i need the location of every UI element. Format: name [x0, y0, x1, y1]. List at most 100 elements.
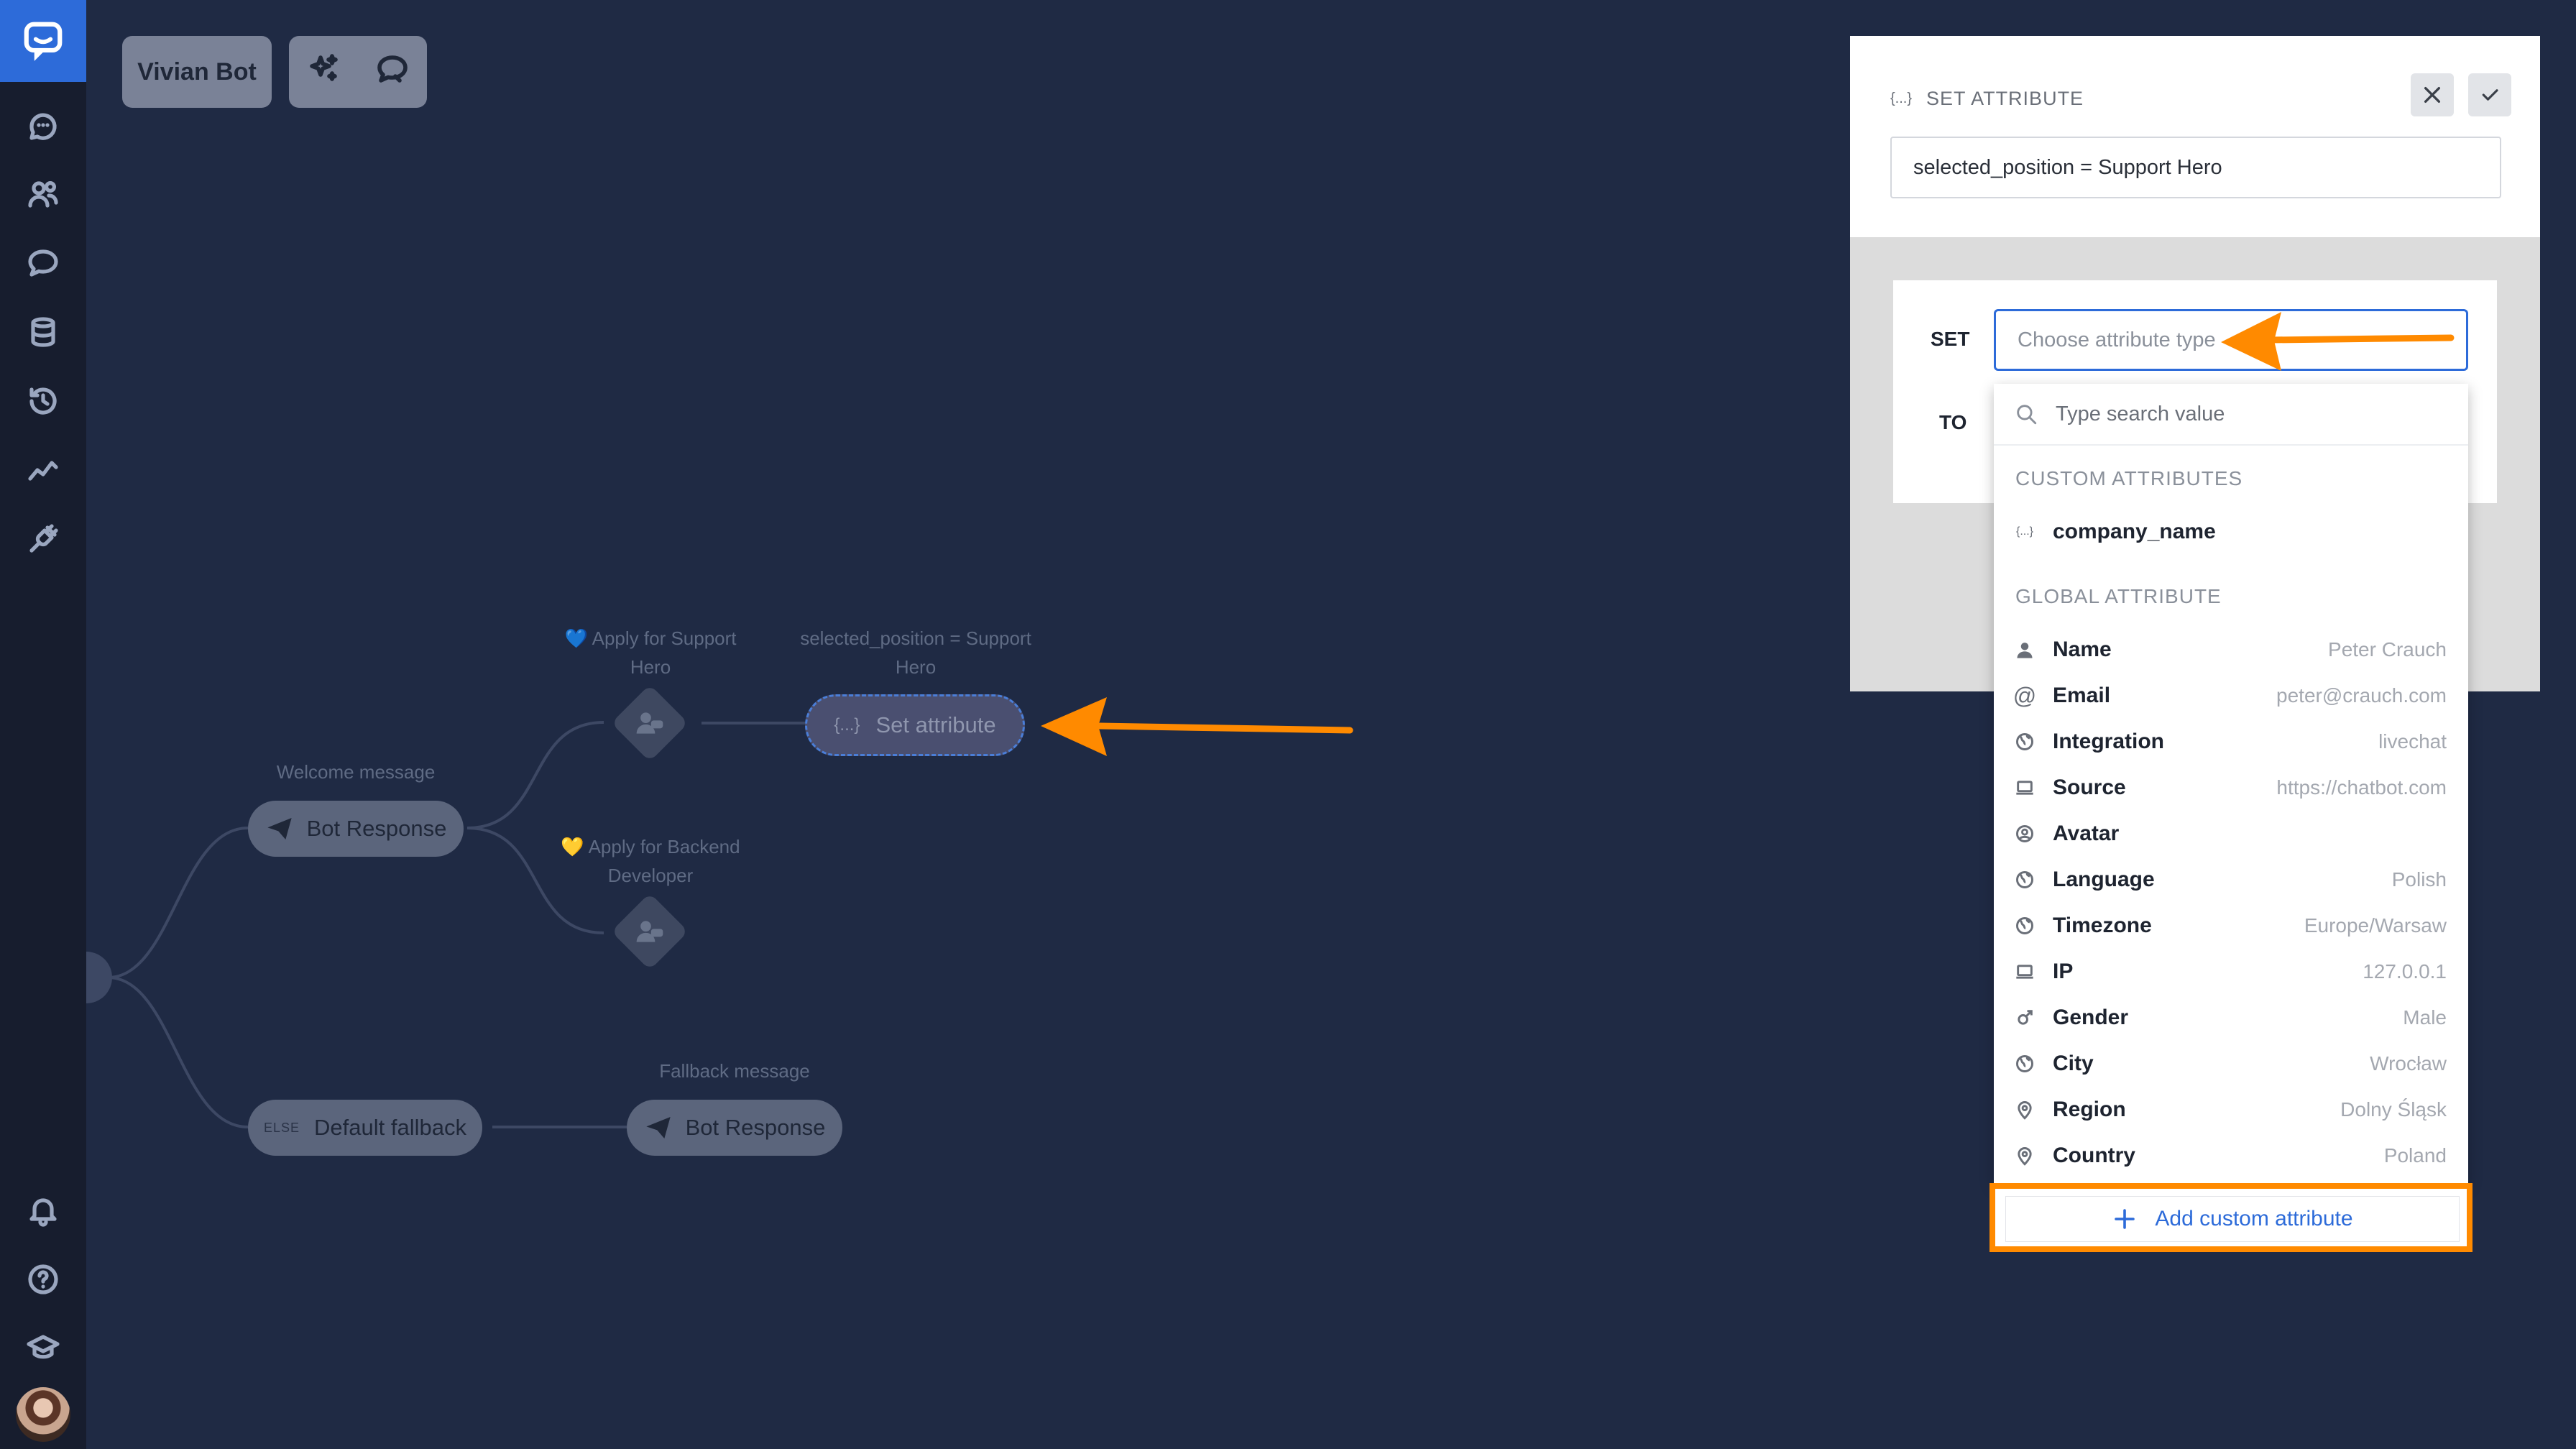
global-attribute-country[interactable]: Country Poland	[1994, 1133, 2468, 1179]
bell-icon	[29, 1198, 57, 1227]
nav-history[interactable]	[22, 380, 65, 423]
custom-attribute-item[interactable]: {...} company_name	[1994, 509, 2468, 555]
gender-icon	[2014, 1008, 2036, 1028]
attr-label: Timezone	[2053, 914, 2152, 937]
global-attribute-email[interactable]: @ Email peter@crauch.com	[1994, 673, 2468, 719]
attr-value: Wrocław	[2370, 1052, 2447, 1075]
bot-name-button[interactable]: Vivian Bot	[122, 36, 272, 108]
braces-icon: {...}	[834, 715, 860, 735]
attr-label: IP	[2053, 960, 2074, 983]
close-button[interactable]	[2411, 73, 2454, 116]
global-attribute-ip[interactable]: IP 127.0.0.1	[1994, 949, 2468, 995]
check-icon	[2482, 89, 2498, 101]
to-label: TO	[1939, 411, 1967, 433]
nav-reports[interactable]	[22, 448, 65, 492]
attr-value: Peter Crauch	[2328, 638, 2447, 661]
panel-header: {...} SET ATTRIBUTE	[1890, 88, 2084, 110]
global-attribute-city[interactable]: City Wrocław	[1994, 1041, 2468, 1087]
global-attribute-timezone[interactable]: Timezone Europe/Warsaw	[1994, 903, 2468, 949]
apply-backend-label: 💛 Apply for Backend Developer	[561, 836, 740, 886]
panel-title: SET ATTRIBUTE	[1926, 88, 2084, 109]
global-attribute-heading: GLOBAL ATTRIBUTE	[2015, 585, 2222, 607]
default-fallback-label: Default fallback	[314, 1115, 466, 1140]
reports-icon	[28, 461, 58, 481]
nav-academy[interactable]	[22, 1327, 65, 1370]
nav-database[interactable]	[22, 310, 65, 354]
laptop-icon	[2014, 778, 2036, 798]
global-attribute-integration[interactable]: Integration livechat	[1994, 719, 2468, 765]
user-chat-icon	[622, 904, 677, 959]
attr-label: Name	[2053, 638, 2112, 661]
user-avatar[interactable]	[16, 1387, 70, 1442]
pin-icon	[2014, 1146, 2036, 1166]
attr-value: Male	[2403, 1006, 2447, 1029]
pin-icon	[2014, 1100, 2036, 1120]
laptop-icon	[2014, 962, 2036, 982]
attr-label: City	[2053, 1052, 2094, 1075]
global-attribute-avatar[interactable]: Avatar	[1994, 811, 2468, 857]
sparkles-icon	[310, 53, 338, 81]
default-fallback-node[interactable]: ELSE Default fallback	[248, 1100, 482, 1156]
chats-icon	[29, 113, 57, 140]
send-icon	[645, 1117, 671, 1138]
nav-integrations[interactable]	[22, 518, 65, 561]
globe-icon	[2014, 732, 2036, 752]
bot-response-node-welcome[interactable]: Bot Response	[248, 801, 464, 857]
globe-icon	[2014, 916, 2036, 936]
at-icon: @	[2012, 682, 2037, 709]
global-attribute-region[interactable]: Region Dolny Śląsk	[1994, 1087, 2468, 1133]
globe-icon	[2014, 870, 2036, 890]
send-icon	[267, 818, 292, 840]
set-attribute-node-label: Set attribute	[875, 712, 996, 737]
nav-users[interactable]	[22, 172, 65, 216]
welcome-label: Welcome message	[276, 761, 436, 783]
global-attribute-gender[interactable]: Gender Male	[1994, 995, 2468, 1041]
nav-chats[interactable]	[22, 105, 65, 148]
nav-notifications[interactable]	[22, 1189, 65, 1232]
attribute-summary-text: selected_position = Support Hero	[1913, 155, 2222, 179]
global-attribute-name[interactable]: Name Peter Crauch	[1994, 627, 2468, 673]
apply-support-label: 💙 Apply for Support Hero	[564, 627, 737, 678]
attr-value: Poland	[2383, 1144, 2447, 1167]
database-icon	[31, 317, 55, 347]
attribute-search[interactable]: Type search value	[1994, 384, 2468, 446]
global-attribute-language[interactable]: Language Polish	[1994, 857, 2468, 903]
chatbot-logo[interactable]	[0, 0, 86, 82]
person-icon	[2014, 640, 2036, 660]
set-attribute-node[interactable]: {...} Set attribute	[805, 694, 1025, 756]
sidebar	[0, 0, 86, 1449]
plus-icon	[2115, 1209, 2135, 1229]
close-icon	[2424, 87, 2440, 103]
bot-response-node-fallback[interactable]: Bot Response	[627, 1100, 842, 1156]
attr-value: https://chatbot.com	[2276, 776, 2447, 799]
global-attribute-source[interactable]: Source https://chatbot.com	[1994, 765, 2468, 811]
add-custom-attribute-button[interactable]: Add custom attribute	[2005, 1196, 2460, 1242]
confirm-button[interactable]	[2468, 73, 2511, 116]
nav-stories[interactable]	[22, 242, 65, 285]
attribute-dropdown	[1994, 384, 2468, 1183]
attr-label: Language	[2053, 868, 2155, 891]
bot-response-label: Bot Response	[685, 1115, 826, 1140]
stories-icon	[28, 249, 58, 277]
test-chat-button[interactable]	[375, 52, 410, 93]
attr-label: Country	[2053, 1144, 2135, 1167]
set-attribute-caption: selected_position = Support Hero	[800, 627, 1031, 678]
attr-value: Europe/Warsaw	[2304, 914, 2447, 937]
set-label: SET	[1931, 328, 1970, 350]
attr-value: 127.0.0.1	[2363, 960, 2447, 983]
search-icon	[2017, 405, 2037, 425]
attr-value: peter@crauch.com	[2276, 684, 2447, 707]
attr-value: Polish	[2391, 868, 2447, 891]
ai-assist-button[interactable]	[306, 52, 341, 93]
nav-help[interactable]	[22, 1258, 65, 1301]
pointer-arrow-canvas	[1041, 697, 1353, 756]
avatar-icon	[2014, 824, 2036, 844]
add-custom-attribute-label: Add custom attribute	[2155, 1207, 2353, 1230]
attribute-summary: selected_position = Support Hero	[1890, 137, 2501, 198]
else-tag: ELSE	[264, 1120, 300, 1135]
braces-icon: {...}	[2015, 525, 2034, 538]
bot-name-label: Vivian Bot	[137, 58, 257, 86]
users-icon	[28, 181, 58, 208]
pointer-arrow-panel	[2221, 312, 2455, 371]
